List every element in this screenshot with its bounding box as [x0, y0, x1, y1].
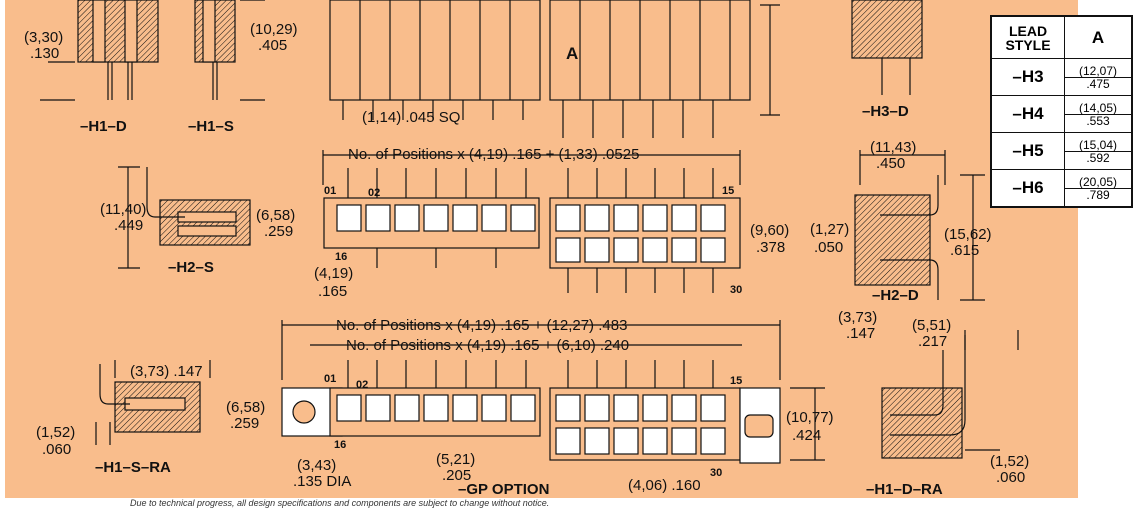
lead-a-cell: (14,05).553	[1064, 95, 1133, 133]
dim-373a: (3,73) .147	[130, 363, 203, 380]
connector-gp	[281, 320, 825, 464]
lead-a-in: .789	[1086, 187, 1110, 202]
h1sra-side-view	[95, 360, 211, 445]
table-row: –H3 (12,07).475	[990, 58, 1133, 96]
dim-060b: .060	[996, 469, 1026, 486]
pin-01-gp: 01	[324, 373, 337, 385]
dimension-a-label: A	[566, 44, 579, 63]
dim-259a: .259	[264, 223, 294, 240]
lead-style-table: LEAD STYLE A –H3 (12,07).475 –H4 (14,05)…	[990, 15, 1133, 208]
dim-1077: (10,77)	[786, 409, 834, 426]
dim-424: .424	[792, 427, 822, 444]
dim-960: (9,60)	[750, 222, 790, 239]
dim-330: (3,30)	[24, 29, 64, 46]
dim-1140: (11,40)	[100, 201, 147, 218]
pin-15-top: 15	[722, 185, 735, 197]
dim-205: .205	[442, 467, 472, 484]
lead-a-in: .592	[1086, 150, 1110, 165]
lead-style-cell: –H3	[990, 58, 1065, 96]
dim-449: .449	[114, 217, 144, 234]
h3d-side-view	[851, 0, 923, 95]
lead-a-mm: (12,07)	[1065, 65, 1131, 78]
table-row: –H4 (14,05).553	[990, 95, 1133, 133]
pin-16-top: 16	[335, 251, 348, 263]
dim-1143: (11,43)	[870, 139, 917, 156]
h1d-label: –H1–D	[80, 118, 127, 135]
dim-551: (5,51)	[912, 317, 952, 334]
dim-1562: (15,62)	[944, 226, 992, 243]
h1sra-label: –H1–S–RA	[95, 459, 171, 476]
dim-152b: (1,52)	[990, 453, 1030, 470]
dim-405: .405	[258, 37, 288, 54]
dim-127: (1,27)	[810, 221, 850, 238]
pin-02-gp: 02	[356, 379, 369, 391]
lead-a-header: A	[1064, 15, 1133, 59]
dim-060a: .060	[42, 441, 72, 458]
dim-419: (4,19)	[314, 265, 354, 282]
dim-615: .615	[950, 242, 980, 259]
front-view-header	[329, 0, 780, 138]
dim-450: .450	[876, 155, 906, 172]
h1dra-label: –H1–D–RA	[866, 481, 943, 498]
lead-a-cell: (15,04).592	[1064, 132, 1133, 170]
dim-658a: (6,58)	[256, 207, 296, 224]
lead-a-in: .475	[1086, 76, 1110, 91]
dim-343: (3,43)	[297, 457, 337, 474]
dim-pin-square: (1,14) .045 SQ	[362, 109, 461, 126]
h2d-side-view	[854, 150, 985, 301]
dim-217: .217	[918, 333, 948, 350]
lead-a-mm: (14,05)	[1065, 102, 1131, 115]
gp-option-label: –GP OPTION	[458, 481, 550, 498]
lead-style-header: LEAD STYLE	[990, 15, 1065, 59]
h2s-side-view	[118, 166, 251, 269]
dim-373b: (3,73)	[838, 309, 878, 326]
dim-positions-2: No. of Positions x (4,19) .165 + (12,27)…	[336, 317, 628, 334]
dim-147b: .147	[846, 325, 876, 342]
lead-a-mm: (15,04)	[1065, 139, 1131, 152]
dim-1029: (10,29)	[250, 21, 298, 38]
pin-15-gp: 15	[730, 375, 743, 387]
dim-positions-3: No. of Positions x (4,19) .165 + (6,10) …	[346, 337, 630, 354]
lead-style-cell: –H5	[990, 132, 1065, 170]
connector-top	[322, 150, 741, 293]
h1s-label: –H1–S	[188, 118, 234, 135]
lead-a-mm: (20,05)	[1065, 176, 1131, 189]
h1d-side-view	[40, 0, 159, 101]
lead-a-cell: (12,07).475	[1064, 58, 1133, 96]
pin-16-gp: 16	[334, 439, 347, 451]
pin-30-gp: 30	[710, 467, 723, 479]
dim-152a: (1,52)	[36, 424, 76, 441]
pin-02-top: 02	[368, 187, 381, 199]
dim-406: (4,06) .160	[628, 477, 701, 494]
h3d-label: –H3–D	[862, 103, 909, 120]
pin-01-top: 01	[324, 185, 337, 197]
dim-378: .378	[756, 239, 786, 256]
dim-165: .165	[318, 283, 348, 300]
lead-style-cell: –H6	[990, 169, 1065, 208]
footnote: Due to technical progress, all design sp…	[130, 498, 550, 508]
h2d-label: –H2–D	[872, 287, 919, 304]
lead-a-cell: (20,05).789	[1064, 169, 1133, 208]
table-row: –H5 (15,04).592	[990, 132, 1133, 170]
h1dra-side-view	[881, 330, 1019, 459]
h2s-label: –H2–S	[168, 259, 214, 276]
dim-259b: .259	[230, 415, 260, 432]
dim-658b: (6,58)	[226, 399, 266, 416]
lead-a-in: .553	[1086, 113, 1110, 128]
dim-050: .050	[814, 239, 844, 256]
lead-style-cell: –H4	[990, 95, 1065, 133]
dim-135-dia: .135 DIA	[293, 473, 352, 490]
h1s-side-view	[194, 0, 265, 101]
pin-30-top: 30	[730, 284, 743, 296]
dim-521: (5,21)	[436, 451, 476, 468]
table-row: –H6 (20,05).789	[990, 169, 1133, 208]
dim-130: .130	[30, 45, 60, 62]
dim-positions-1: No. of Positions x (4,19) .165 + (1,33) …	[348, 146, 640, 163]
